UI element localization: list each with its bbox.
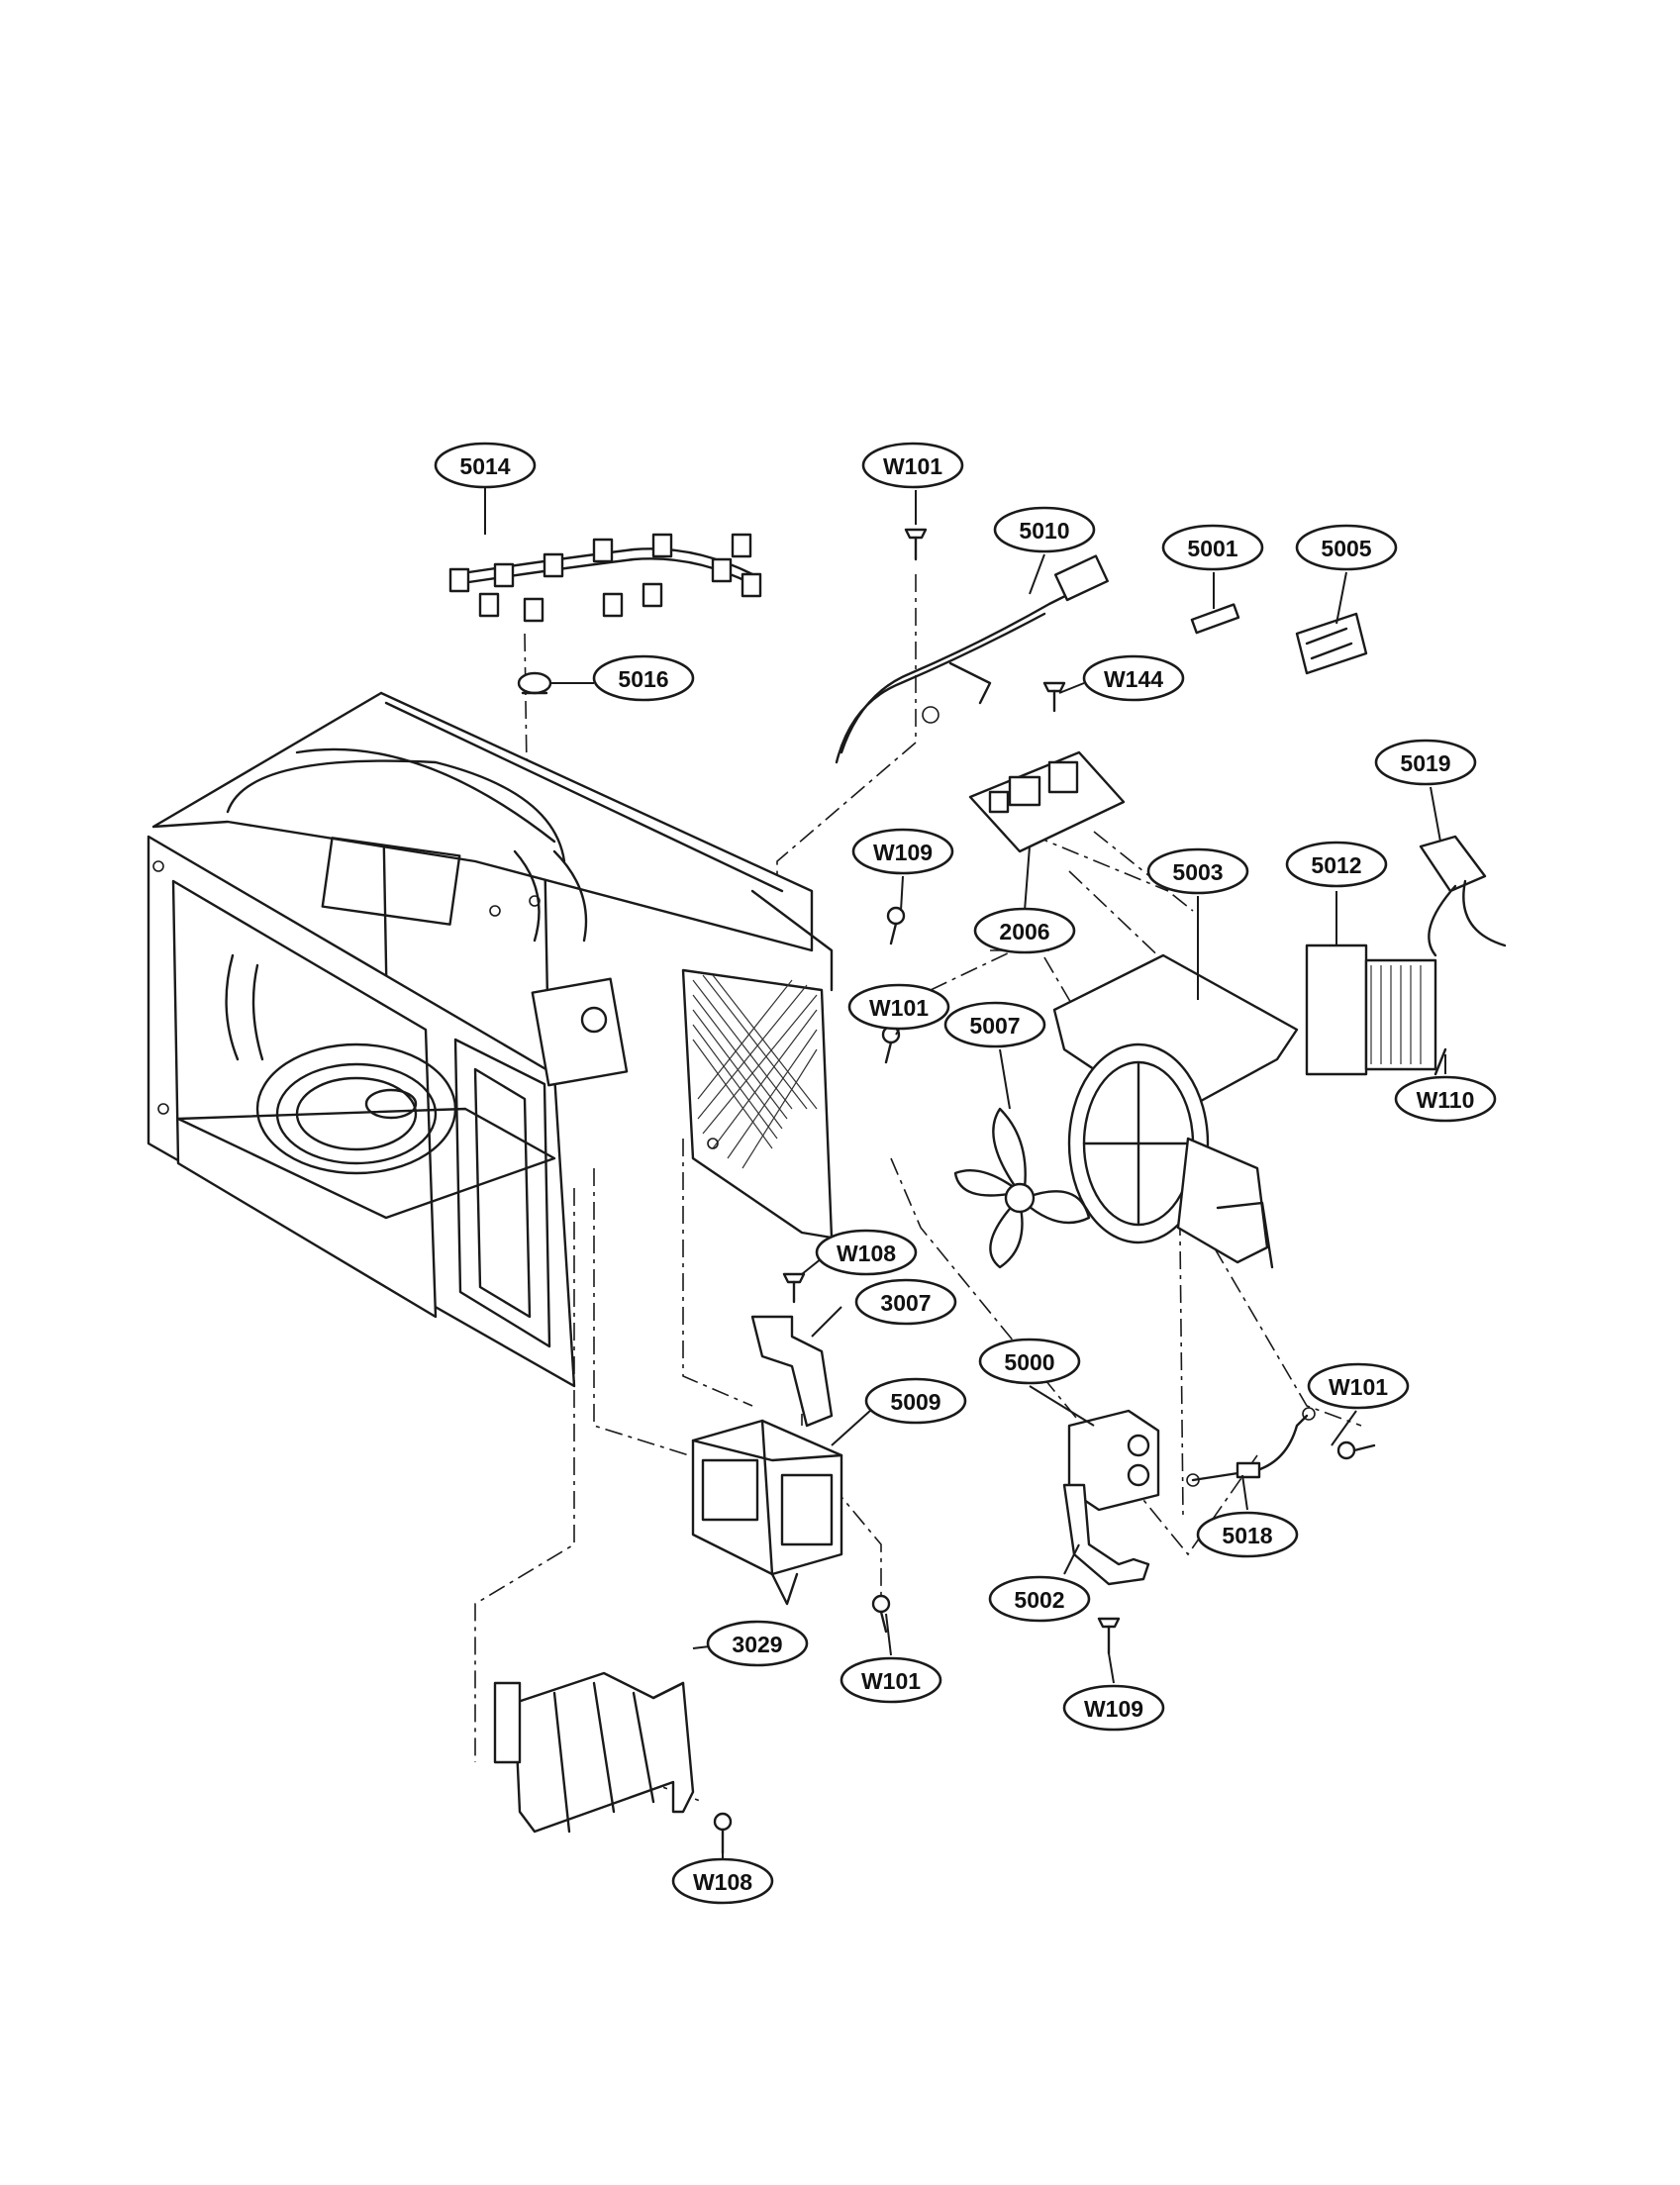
callout-bubble xyxy=(1307,1362,1410,1410)
bracket-3007 xyxy=(750,1315,834,1428)
callout-label: 5012 xyxy=(1311,852,1361,878)
cover-3029 xyxy=(493,1671,695,1834)
magnetron-5009 xyxy=(691,1419,843,1606)
callout-bubble xyxy=(840,1656,942,1704)
callout-5005: 5005 xyxy=(1295,524,1398,571)
callout-5003: 5003 xyxy=(1146,847,1249,895)
oven-cabinet xyxy=(147,691,834,1388)
callout-bubble xyxy=(978,1338,1081,1385)
callout-bubble xyxy=(864,1377,967,1425)
callout-label: W101 xyxy=(883,453,942,479)
callout-5010: 5010 xyxy=(993,506,1096,553)
callout-w109: W109 xyxy=(1062,1684,1165,1732)
leader-lines xyxy=(484,475,1446,1876)
callout-bubble xyxy=(851,828,954,875)
callout-5019: 5019 xyxy=(1374,739,1477,786)
callout-label: W101 xyxy=(861,1668,921,1694)
callout-bubble xyxy=(706,1620,809,1667)
callout-bubble xyxy=(1295,524,1398,571)
callout-label: 5000 xyxy=(1004,1349,1054,1375)
callout-label: W144 xyxy=(1104,666,1163,692)
callout-label: 3007 xyxy=(880,1290,931,1316)
callout-bubble xyxy=(943,1001,1046,1048)
callout-bubble xyxy=(988,1575,1091,1623)
callout-bubble xyxy=(434,442,537,489)
callout-label: 5019 xyxy=(1400,750,1450,776)
callout-w108: W108 xyxy=(671,1857,774,1905)
wire-harness-5014 xyxy=(448,533,762,623)
callout-2006: 2006 xyxy=(973,907,1076,954)
callout-label: W101 xyxy=(869,995,929,1021)
diode-5018 xyxy=(1186,1407,1316,1487)
callout-w101: W101 xyxy=(1307,1362,1410,1410)
callout-bubble xyxy=(592,654,695,702)
fan-bracket-5003 xyxy=(1052,953,1299,1269)
callout-5002: 5002 xyxy=(988,1575,1091,1623)
callout-w101: W101 xyxy=(861,442,964,489)
callout-bubble xyxy=(973,907,1076,954)
callout-5016: 5016 xyxy=(592,654,695,702)
callout-label: 5018 xyxy=(1222,1523,1272,1548)
callout-bubble xyxy=(1394,1075,1497,1123)
callout-w101: W101 xyxy=(847,983,950,1031)
callout-w110: W110 xyxy=(1394,1075,1497,1123)
callout-bubble xyxy=(1285,841,1388,888)
callout-label: 5016 xyxy=(618,666,668,692)
callout-label: W109 xyxy=(1084,1696,1143,1722)
fan-blade-5007 xyxy=(953,1107,1091,1269)
callout-bubble xyxy=(1161,524,1264,571)
callout-5014: 5014 xyxy=(434,442,537,489)
callout-5000: 5000 xyxy=(978,1338,1081,1385)
callout-label: 5002 xyxy=(1014,1587,1064,1613)
sensor-5019 xyxy=(1419,835,1507,957)
callout-label: W101 xyxy=(1329,1374,1388,1400)
callout-bubble xyxy=(1082,654,1185,702)
callout-5007: 5007 xyxy=(943,1001,1046,1048)
callout-label: 2006 xyxy=(999,919,1049,944)
bracket-5002 xyxy=(1062,1483,1150,1586)
callout-bubble xyxy=(1146,847,1249,895)
callout-bubble xyxy=(861,442,964,489)
callout-label: W108 xyxy=(693,1869,752,1895)
callout-label: W110 xyxy=(1417,1087,1475,1113)
callout-label: 5009 xyxy=(890,1389,940,1415)
pcb-2006 xyxy=(968,750,1126,853)
callout-bubble xyxy=(1374,739,1477,786)
callout-w144: W144 xyxy=(1082,654,1185,702)
callout-label: 5007 xyxy=(969,1013,1020,1039)
callout-label: 5001 xyxy=(1187,536,1237,561)
callout-bubble xyxy=(1196,1511,1299,1558)
callout-label: 5003 xyxy=(1172,859,1223,885)
callout-label: W108 xyxy=(837,1241,896,1266)
choke-coil-5012 xyxy=(1305,944,1437,1076)
callout-bubble xyxy=(854,1278,957,1326)
callout-label: 3029 xyxy=(732,1632,782,1657)
callout-bubble xyxy=(993,506,1096,553)
power-cord-5010 xyxy=(835,554,1109,764)
callout-3007: 3007 xyxy=(854,1278,957,1326)
callout-5012: 5012 xyxy=(1285,841,1388,888)
callout-3029: 3029 xyxy=(706,1620,809,1667)
callout-bubble xyxy=(1062,1684,1165,1732)
small-parts xyxy=(517,603,1368,695)
callout-5009: 5009 xyxy=(864,1377,967,1425)
callout-label: 5014 xyxy=(459,453,510,479)
screws xyxy=(713,528,1447,1855)
callout-label: W109 xyxy=(873,840,933,865)
callout-label: 5010 xyxy=(1019,518,1069,544)
callout-label: 5005 xyxy=(1321,536,1371,561)
callout-bubble xyxy=(815,1229,918,1276)
callout-bubble xyxy=(671,1857,774,1905)
callout-w109: W109 xyxy=(851,828,954,875)
callout-5001: 5001 xyxy=(1161,524,1264,571)
callout-5018: 5018 xyxy=(1196,1511,1299,1558)
callout-w101: W101 xyxy=(840,1656,942,1704)
callout-w108: W108 xyxy=(815,1229,918,1276)
callout-bubble xyxy=(847,983,950,1031)
